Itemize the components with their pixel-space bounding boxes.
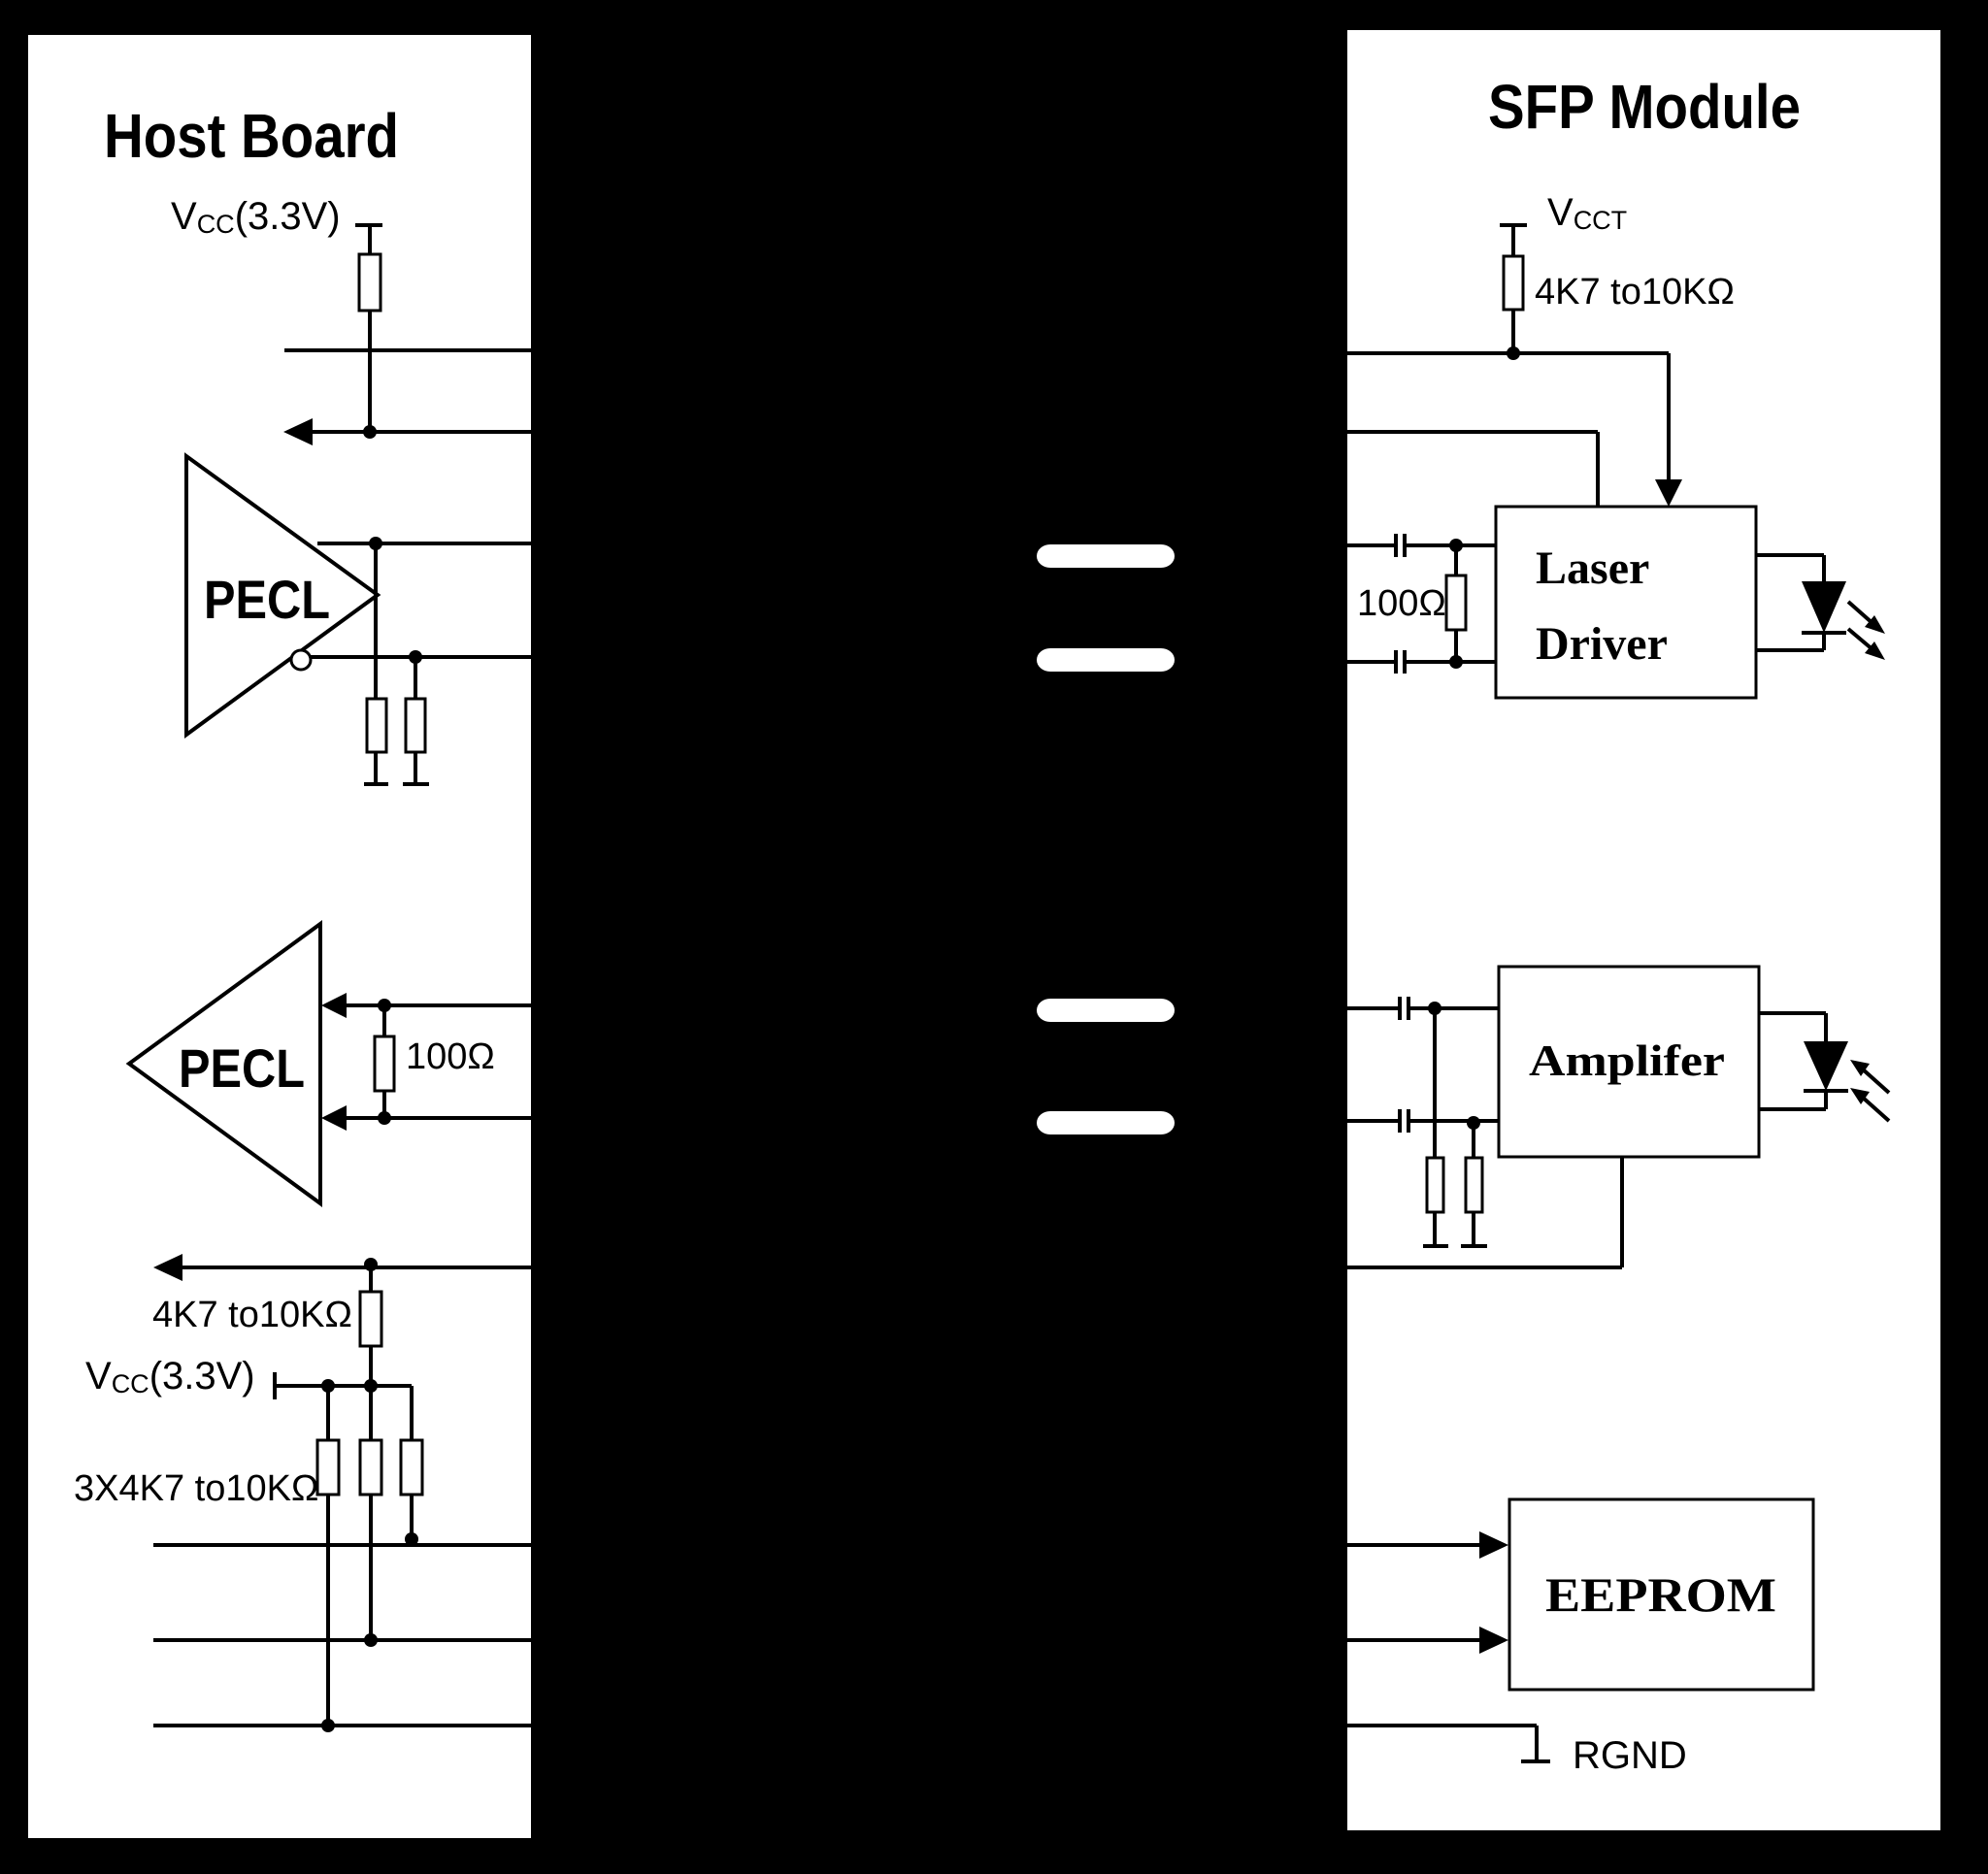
vcct-subscript: CCT xyxy=(1574,206,1628,235)
vcc-value: (3.3V) xyxy=(149,1355,255,1397)
resistor xyxy=(404,697,427,754)
pecl-tx-triangle xyxy=(184,452,381,739)
host-rx-termination-label: 100Ω xyxy=(406,1036,495,1077)
host-board-title: Host Board xyxy=(104,101,399,171)
pecl-tx-label: PECL xyxy=(204,569,330,630)
pecl-rx-triangle xyxy=(125,920,322,1207)
amplifier-box xyxy=(1497,965,1761,1159)
laser-driver-label-1: Laser xyxy=(1536,542,1649,594)
arrow-left xyxy=(321,993,347,1018)
pecl-rx-label: PECL xyxy=(179,1037,305,1099)
arrow-left xyxy=(283,418,313,445)
host-board-panel xyxy=(28,35,531,1838)
connector-slots xyxy=(1037,544,1175,1134)
laser-driver-label-2: Driver xyxy=(1536,618,1668,670)
arrow-left xyxy=(321,1105,347,1131)
resistor xyxy=(358,1438,383,1496)
vcc-symbol: V xyxy=(171,195,197,238)
vcc-subscript: CC xyxy=(112,1369,149,1398)
vcc-value: (3.3V) xyxy=(235,195,341,238)
host-top-pullup xyxy=(355,223,382,432)
resistor xyxy=(373,1035,396,1093)
eeprom-box xyxy=(1508,1497,1815,1692)
resistor xyxy=(1464,1156,1484,1214)
arrow-right xyxy=(1479,1627,1508,1654)
host-vcc-top-label: VCC(3.3V) xyxy=(171,195,341,239)
laser-driver-box xyxy=(1494,505,1758,700)
host-vcc-bottom-label: VCC(3.3V) xyxy=(85,1355,255,1398)
connector-slot xyxy=(1037,999,1175,1022)
resistor xyxy=(1444,574,1468,632)
arrow-left xyxy=(153,1254,182,1281)
resistor xyxy=(399,1438,424,1496)
connector-slot xyxy=(1037,648,1175,672)
resistor xyxy=(1502,254,1525,312)
sfp-tx-termination-label: 100Ω xyxy=(1357,583,1446,624)
host-triple-pullup-label: 3X4K7 to10KΩ xyxy=(74,1468,318,1509)
vcc-subscript: CC xyxy=(197,210,235,239)
arrow-down xyxy=(1655,479,1682,507)
resistor xyxy=(358,1290,383,1348)
amplifier-label: Amplifer xyxy=(1529,1036,1725,1085)
photodiode-icon xyxy=(1759,1011,1891,1123)
vcc-symbol: V xyxy=(85,1355,112,1397)
connector-slot xyxy=(1037,544,1175,568)
sfp-txdisable-pullup-label: 4K7 to10KΩ xyxy=(1535,272,1735,312)
arrow-right xyxy=(1479,1531,1508,1559)
vcct-label: VCCT xyxy=(1547,191,1627,235)
rgnd-label: RGND xyxy=(1573,1734,1687,1777)
connector-slot xyxy=(1037,1111,1175,1134)
resistor xyxy=(315,1438,341,1496)
sfp-module-title: SFP Module xyxy=(1488,72,1801,142)
eeprom-label: EEPROM xyxy=(1545,1567,1776,1622)
inverting-output-bubble xyxy=(289,648,313,672)
host-los-pullup-label: 4K7 to10KΩ xyxy=(152,1295,352,1335)
resistor xyxy=(1425,1156,1445,1214)
laser-diode-icon xyxy=(1756,553,1885,660)
resistor xyxy=(357,252,382,312)
resistor xyxy=(365,697,388,754)
vcct-symbol: V xyxy=(1547,191,1574,234)
